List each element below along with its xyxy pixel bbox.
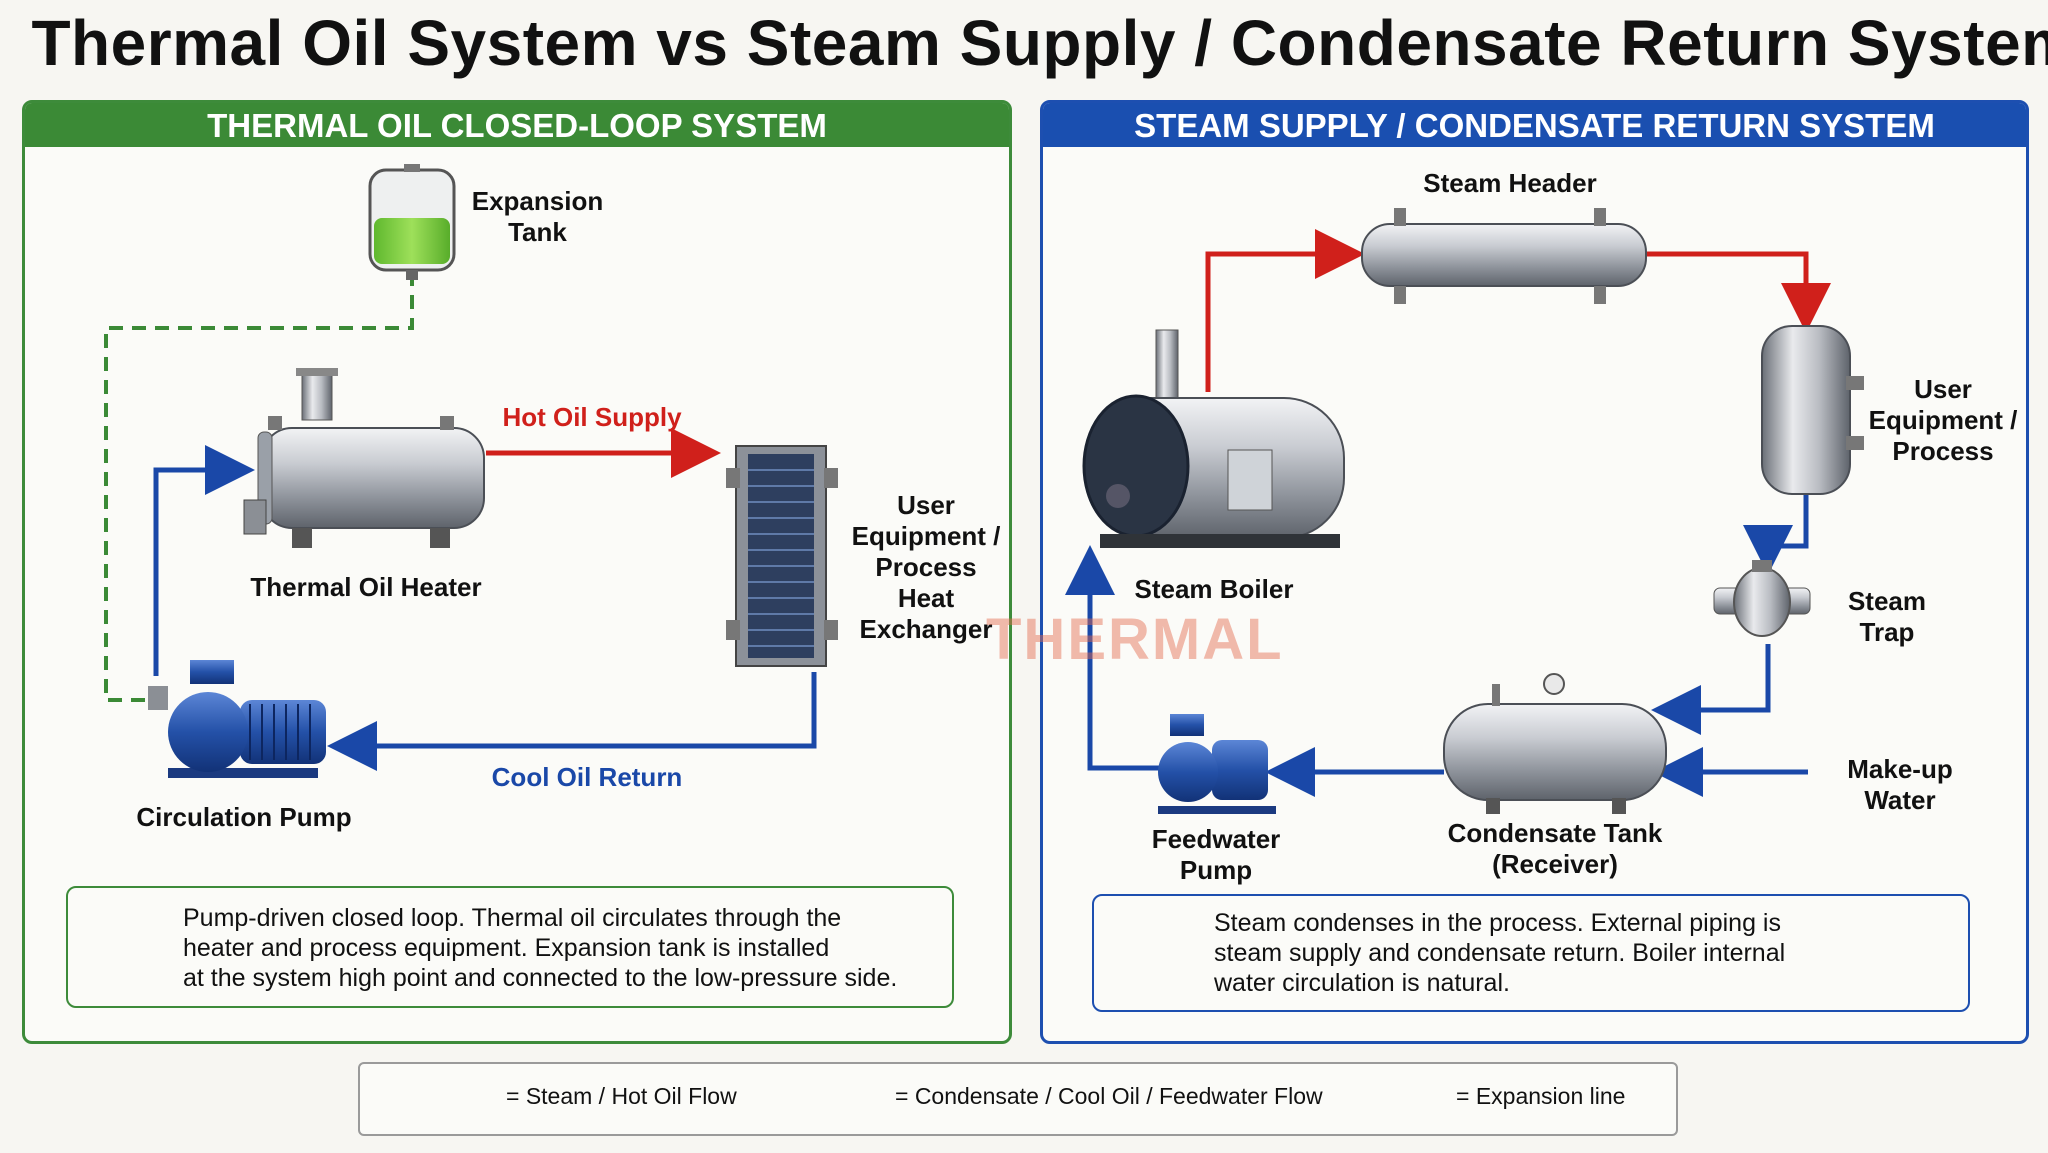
- thermal-oil-panel-heading: THERMAL OIL CLOSED-LOOP SYSTEM: [25, 103, 1009, 147]
- user-equipment-label-right: User Equipment / Process: [1868, 374, 2018, 466]
- expansion-tank-icon: [368, 164, 456, 280]
- legend-cool-label: = Condensate / Cool Oil / Feedwater Flow: [895, 1083, 1323, 1109]
- thermal-oil-heater-icon: [243, 368, 485, 548]
- thermal-oil-heater-label: Thermal Oil Heater: [250, 572, 482, 602]
- circulation-pump-label: Circulation Pump: [136, 802, 352, 832]
- expansion-tank-label: Expansion Tank: [471, 186, 604, 247]
- steam-header-icon: [1361, 208, 1647, 304]
- condensate-tank-label: Condensate Tank (Receiver): [1447, 818, 1663, 879]
- circulation-pump-icon: [148, 660, 326, 778]
- steam-boiler-label: Steam Boiler: [1134, 574, 1294, 604]
- plate-heat-exchanger-icon: [726, 445, 838, 667]
- steam-boiler-icon: [1082, 329, 1345, 548]
- feedwater-pump-icon: [1158, 714, 1276, 814]
- feedwater-pump-label: Feedwater Pump: [1151, 824, 1281, 885]
- user-to-trap-pipe: [1743, 490, 1809, 575]
- cool-oil-return-label: Cool Oil Return: [491, 762, 683, 792]
- user-equipment-label-left: User Equipment / Process Heat Exchanger: [851, 490, 1001, 644]
- cool-oil-return-pipe: [327, 672, 817, 771]
- feedwater-to-boiler-pipe: [1065, 545, 1170, 771]
- steam-header-to-user-pipe: [1644, 251, 1831, 333]
- steam-note-text: Steam condenses in the process. External…: [1214, 909, 1786, 997]
- watermark-text: THERMAL: [986, 607, 1284, 672]
- legend-expansion-label: = Expansion line: [1456, 1083, 1626, 1109]
- steam-trap-label: Steam Trap: [1847, 586, 1927, 647]
- trap-to-condensate-pipe: [1651, 644, 1771, 735]
- steam-trap-icon: [1713, 560, 1811, 637]
- steam-header-label: Steam Header: [1423, 168, 1597, 198]
- thermal-oil-note-text: Pump-driven closed loop. Thermal oil cir…: [183, 904, 898, 992]
- steam-panel-heading: STEAM SUPPLY / CONDENSATE RETURN SYSTEM: [1043, 103, 2026, 147]
- legend-hot-label: = Steam / Hot Oil Flow: [506, 1083, 737, 1109]
- steam-riser-pipe: [1205, 229, 1365, 392]
- legend: = Steam / Hot Oil Flow = Condensate / Co…: [358, 1062, 1678, 1136]
- user-equipment-vessel-icon: [1761, 325, 1864, 495]
- condensate-tank-icon: [1443, 673, 1667, 814]
- page-title: Thermal Oil System vs Steam Supply / Con…: [31, 7, 2048, 79]
- pump-to-heater-pipe: [153, 445, 255, 676]
- hot-oil-supply-label: Hot Oil Supply: [502, 402, 682, 432]
- steam-note: Steam condenses in the process. External…: [1092, 894, 1970, 1012]
- makeup-water-label: Make-up Water: [1847, 754, 1953, 815]
- thermal-oil-note: Pump-driven closed loop. Thermal oil cir…: [66, 886, 954, 1008]
